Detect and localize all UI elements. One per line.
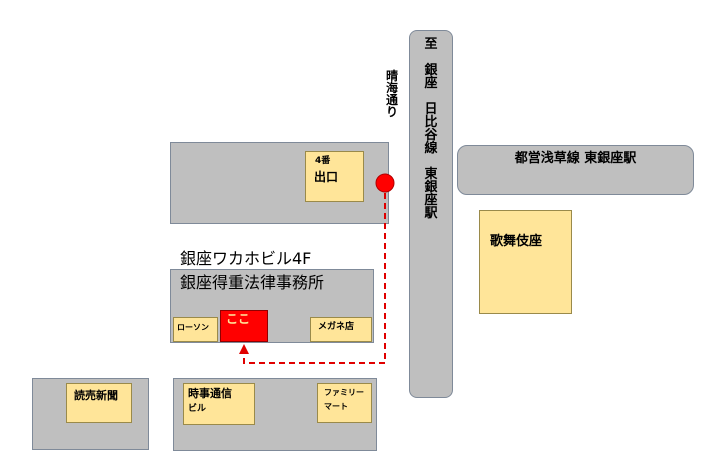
jiji-label-1: 時事通信: [188, 387, 232, 400]
family-mart: [317, 383, 372, 423]
exit-4-number: 4番: [315, 156, 331, 166]
megane-shop-label: メガネ店: [318, 322, 355, 332]
main-road-label: 至 銀 座 日 比 谷 線 東 銀 座 駅: [424, 37, 438, 221]
lawson: [173, 317, 218, 342]
kabukiza-label: 歌舞伎座: [490, 234, 543, 249]
route-arrowhead: [239, 344, 249, 354]
megane-shop: [310, 317, 372, 342]
exit-4-label: 出口: [314, 170, 339, 184]
here-label: ここ: [226, 312, 251, 326]
building-name: 銀座ワカホビル4F: [180, 249, 312, 268]
lawson-label: ローソン: [177, 323, 209, 332]
start-point: [375, 173, 395, 193]
jiji-building: [183, 383, 255, 425]
here-marker: [220, 310, 268, 342]
family-mart-label-2: マート: [324, 402, 348, 411]
toei-asakusa-line-label: 都営浅草線 東銀座駅: [514, 151, 637, 166]
toei-asakusa-line: [457, 145, 694, 195]
exit-4: [305, 151, 364, 202]
kabukiza: [479, 210, 572, 314]
yomiuri: [66, 383, 132, 423]
jiji-label-2: ビル: [188, 404, 207, 414]
main-road: [409, 30, 453, 398]
harumi-dori-label: 晴 海 通 り: [385, 69, 398, 119]
office-name: 銀座得重法律事務所: [180, 273, 325, 292]
yomiuri-label: 読売新聞: [74, 389, 118, 402]
walking-route: [243, 193, 386, 364]
family-mart-label-1: ファミリー: [324, 388, 364, 397]
